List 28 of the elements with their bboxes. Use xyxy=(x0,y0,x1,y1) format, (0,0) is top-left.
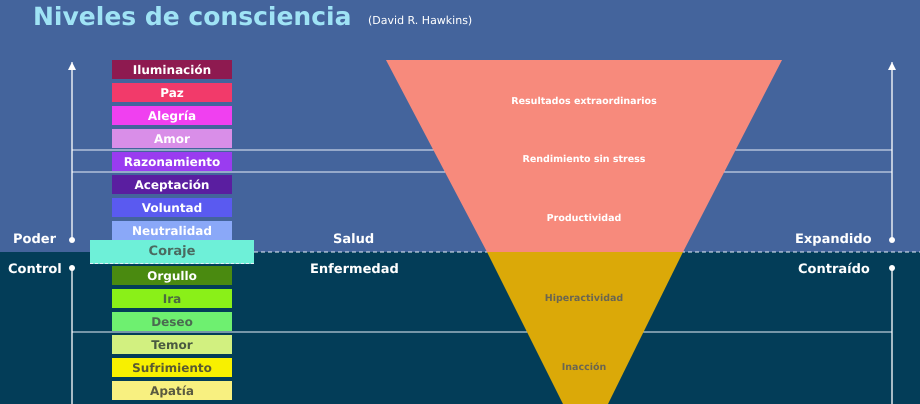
level-bar: Orgullo xyxy=(112,266,232,285)
level-bar: Alegría xyxy=(112,106,232,125)
axis-label: Salud xyxy=(333,232,374,247)
band-label: Productividad xyxy=(546,213,622,224)
level-bar: Iluminación xyxy=(112,60,232,79)
level-bar: Voluntad xyxy=(112,198,232,217)
level-bar: Temor xyxy=(112,335,232,354)
level-bar: Ira xyxy=(112,289,232,308)
level-bar: Razonamiento xyxy=(112,152,232,171)
level-bar: Sufrimiento xyxy=(112,358,232,377)
band-label: Rendimiento sin stress xyxy=(522,154,646,165)
title: Niveles de consciencia xyxy=(33,2,352,31)
axis-label: Contraído xyxy=(798,262,870,277)
level-bar: Aceptación xyxy=(112,175,232,194)
level-bar: Amor xyxy=(112,129,232,148)
axis-label: Control xyxy=(8,262,62,277)
level-bar: Deseo xyxy=(112,312,232,331)
level-bar: Neutralidad xyxy=(112,221,232,240)
axis-label: Enfermedad xyxy=(310,262,399,277)
band-label: Hiperactividad xyxy=(544,293,624,304)
level-bar: Apatía xyxy=(112,381,232,400)
band-label: Inacción xyxy=(562,362,606,373)
author-note: (David R. Hawkins) xyxy=(368,14,472,27)
band-label: Resultados extraordinarios xyxy=(511,96,657,107)
level-bar: Coraje xyxy=(90,240,254,264)
axis-label: Poder xyxy=(13,232,56,247)
axis-label: Expandido xyxy=(795,232,872,247)
level-bar: Paz xyxy=(112,83,232,102)
